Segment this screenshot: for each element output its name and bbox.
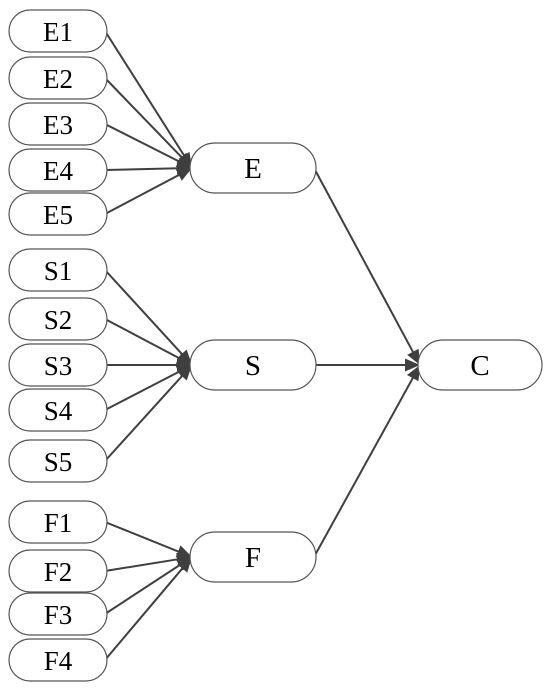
edge-s2-to-s: [104, 318, 192, 365]
node-e4-shape: [8, 148, 108, 192]
node-f1: F1: [8, 500, 108, 544]
node-s2-label: S2: [44, 305, 73, 335]
node-f3-label: F3: [44, 600, 73, 630]
node-s5: S5: [8, 439, 108, 483]
node-s2-shape: [8, 297, 108, 341]
node-f-label: F: [245, 542, 261, 574]
node-s5-shape: [8, 439, 108, 483]
edge-e-to-c: [313, 167, 420, 365]
node-e1-shape: [8, 9, 108, 53]
edge-e5-to-e-arrowhead: [175, 168, 192, 181]
node-f1-shape: [8, 500, 108, 544]
edge-e5-to-e-line: [104, 173, 181, 215]
node-e-shape: [189, 142, 317, 194]
edge-e2-to-e-line: [104, 77, 184, 160]
node-f3-shape: [8, 592, 108, 636]
node-e3: E3: [8, 102, 108, 146]
node-s: S: [189, 339, 317, 391]
node-f4: F4: [8, 638, 108, 682]
edge-f3-to-f-line: [104, 563, 182, 615]
edge-f1-to-f: [104, 521, 192, 558]
node-c-label: C: [470, 350, 489, 382]
node-s3-label: S3: [44, 351, 73, 381]
node-c-shape: [417, 339, 543, 391]
node-s1: S1: [8, 248, 108, 292]
node-f4-label: F4: [44, 646, 73, 676]
edge-e4-to-e-line: [104, 167, 180, 171]
edge-f2-to-f-line: [104, 558, 180, 572]
edge-e1-to-e: [104, 30, 192, 168]
node-s1-label: S1: [44, 256, 73, 286]
node-f2-shape: [8, 549, 108, 593]
edge-f4-to-f: [104, 557, 192, 661]
node-s4: S4: [8, 388, 108, 432]
node-s-shape: [189, 339, 317, 391]
node-s3-shape: [8, 343, 108, 387]
node-e-label: E: [244, 153, 262, 185]
node-f2: F2: [8, 549, 108, 593]
node-e3-shape: [8, 102, 108, 146]
edge-s4-to-s-line: [104, 370, 181, 411]
edge-f-to-c: [313, 365, 420, 558]
edge-s5-to-s: [104, 365, 192, 462]
node-s1-shape: [8, 248, 108, 292]
node-e3-label: E3: [43, 110, 73, 140]
node-c: C: [417, 339, 543, 391]
node-s4-shape: [8, 388, 108, 432]
node-e4: E4: [8, 148, 108, 192]
node-f-shape: [189, 531, 317, 583]
edge-f-to-c-arrowhead: [407, 365, 420, 382]
edge-e1-to-e-line: [104, 30, 186, 158]
node-e2-label: E2: [43, 64, 73, 94]
edges-layer: [104, 30, 420, 661]
node-f3: F3: [8, 592, 108, 636]
edge-s1-to-s: [104, 269, 192, 365]
node-f2-label: F2: [44, 557, 73, 587]
node-e4-label: E4: [43, 156, 73, 186]
edge-f4-to-f-line: [104, 566, 185, 661]
node-f: F: [189, 531, 317, 583]
edge-e3-to-e-line: [104, 123, 181, 164]
node-e5-label: E5: [43, 200, 73, 230]
edge-e-to-c-arrowhead: [407, 348, 420, 365]
edge-f4-to-f-arrowhead: [177, 557, 192, 573]
node-e1: E1: [8, 9, 108, 53]
node-e2-shape: [8, 56, 108, 100]
node-e: E: [189, 142, 317, 194]
node-e2: E2: [8, 56, 108, 100]
edge-s5-to-s-line: [104, 373, 185, 462]
edge-s-to-c: [314, 358, 420, 372]
edge-s5-to-s-arrowhead: [177, 365, 192, 381]
edge-f-to-c-line: [313, 375, 415, 558]
edge-e2-to-e: [104, 77, 192, 168]
node-e5-shape: [8, 192, 108, 236]
node-s2: S2: [8, 297, 108, 341]
edge-s-to-c-arrowhead: [405, 358, 420, 372]
node-f4-shape: [8, 638, 108, 682]
edge-e5-to-e: [104, 168, 192, 215]
node-e5: E5: [8, 192, 108, 236]
node-f1-label: F1: [44, 508, 73, 538]
edge-s2-to-s-line: [104, 318, 181, 360]
edge-e-to-c-line: [313, 167, 415, 355]
edge-f1-to-f-line: [104, 521, 181, 554]
node-s3: S3: [8, 343, 108, 387]
node-s5-label: S5: [44, 447, 73, 477]
node-e1-label: E1: [43, 17, 73, 47]
edge-s1-to-s-line: [104, 269, 184, 357]
node-s-label: S: [245, 350, 261, 382]
node-s4-label: S4: [44, 396, 73, 426]
